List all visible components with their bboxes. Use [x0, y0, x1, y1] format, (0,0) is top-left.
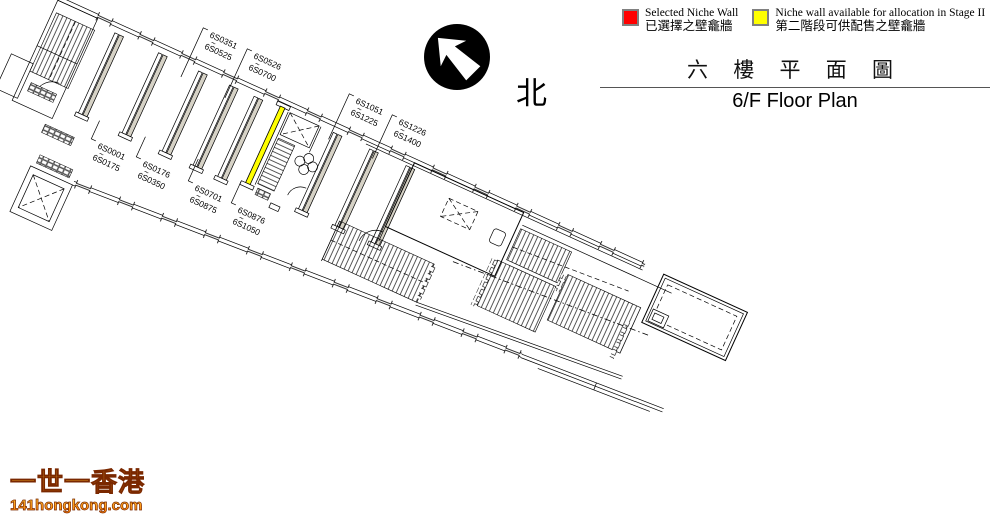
svg-text:6S0876~6S1050: 6S0876~6S1050 [231, 205, 267, 238]
selected-niche-swatch [622, 9, 639, 26]
legend-item-selected: Selected Niche Wall 已選擇之壁龕牆 [622, 7, 739, 33]
east-room [641, 273, 749, 362]
stair-b [506, 228, 573, 284]
svg-text:6S1051~6S1225: 6S1051~6S1225 [349, 96, 385, 129]
title-divider [600, 87, 990, 88]
north-arrow-icon [424, 24, 490, 90]
planter-cloud [294, 153, 318, 175]
available-niche-swatch [752, 9, 770, 26]
watermark-url: 141hongkong.com [10, 497, 143, 514]
highlighted-niche-wall-6S0876[interactable] [239, 100, 291, 191]
svg-text:6S0526~6S0700: 6S0526~6S0700 [247, 51, 283, 84]
legend-available-en: Niche wall available for allocation in S… [775, 7, 986, 19]
mid-room [321, 162, 525, 277]
north-label: 北 [516, 76, 547, 111]
niche-wall-6S0001 [73, 32, 124, 122]
legend-selected-zh: 已選擇之壁龕牆 [645, 18, 733, 33]
west-core [0, 0, 99, 231]
svg-text:6S0701~6S0875: 6S0701~6S0875 [188, 183, 224, 216]
lift-shaft-west [9, 165, 73, 231]
legend-item-available: Niche wall available for allocation in S… [752, 7, 986, 33]
building [0, 0, 749, 413]
skylight-box [440, 197, 479, 231]
niche-wall-6S1226 [330, 148, 379, 235]
wall-label-6S0876: 6S0876~6S1050 [230, 180, 267, 238]
watermark-chinese: 一世一香港 [10, 467, 145, 497]
stair-d [546, 274, 642, 354]
walkway-edge [521, 353, 664, 410]
svg-text:6S0176~6S0350: 6S0176~6S0350 [136, 159, 172, 192]
niche-wall-6S1051 [294, 131, 343, 218]
legend-available-zh: 第二階段可供配售之壁龕牆 [775, 18, 926, 33]
title-block: 六 樓 平 面 圖 6/F Floor Plan [600, 54, 990, 113]
legend: Selected Niche Wall 已選擇之壁龕牆 Niche wall a… [622, 7, 986, 33]
niche-wall-6S0176 [117, 52, 168, 142]
corner-cabinet [647, 308, 670, 329]
svg-text:6S1226~6S1400: 6S1226~6S1400 [392, 117, 428, 150]
svg-text:6S0001~6S0175: 6S0001~6S0175 [91, 141, 127, 174]
east-stairs [321, 220, 672, 380]
toilet-fixture [489, 228, 506, 247]
svg-text:6S0351~6S0525: 6S0351~6S0525 [203, 30, 239, 63]
gallery-bottom-wall [71, 178, 664, 413]
legend-selected-en: Selected Niche Wall [645, 7, 739, 19]
niche-wall-6S0351 [157, 70, 208, 160]
central-core [254, 111, 322, 213]
gallery-top-wall [57, 0, 647, 271]
niche-wall-6S0701 [213, 95, 264, 186]
page-title-chinese: 六 樓 平 面 圖 [687, 58, 903, 82]
door-arc-central [287, 186, 307, 196]
watermark: 一世一香港 141hongkong.com [10, 467, 145, 515]
page-title-english: 6/F Floor Plan [732, 90, 858, 112]
stair-central [257, 137, 296, 192]
